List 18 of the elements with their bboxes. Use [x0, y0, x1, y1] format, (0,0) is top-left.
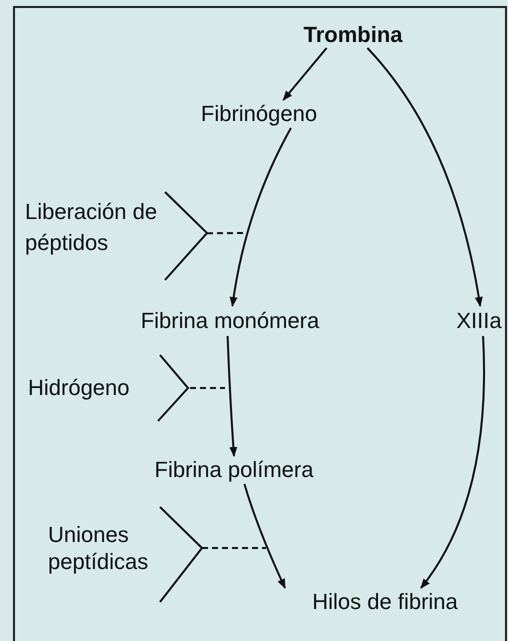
term-label: Fibrinógeno — [183, 100, 335, 128]
arrow — [420, 336, 485, 589]
leader-line — [190, 386, 225, 389]
leader-line — [202, 547, 266, 549]
term-label: Hidrógeno — [28, 374, 131, 402]
term-label: XIIIa — [450, 306, 508, 336]
leader-line — [207, 232, 245, 234]
arrow — [226, 336, 238, 457]
arrow — [243, 484, 286, 589]
term-label: Fibrina polímera — [130, 456, 338, 484]
term-label: Uniones peptídicas — [48, 521, 150, 575]
term-label: Fibrina monómera — [110, 306, 350, 336]
term-label: Hilos de fibrina — [285, 588, 485, 616]
arrow — [230, 128, 292, 307]
arrow — [282, 47, 328, 101]
term-label: Liberación de péptidos — [25, 198, 158, 257]
term-label: Trombina — [293, 22, 413, 48]
arrow — [366, 47, 483, 307]
